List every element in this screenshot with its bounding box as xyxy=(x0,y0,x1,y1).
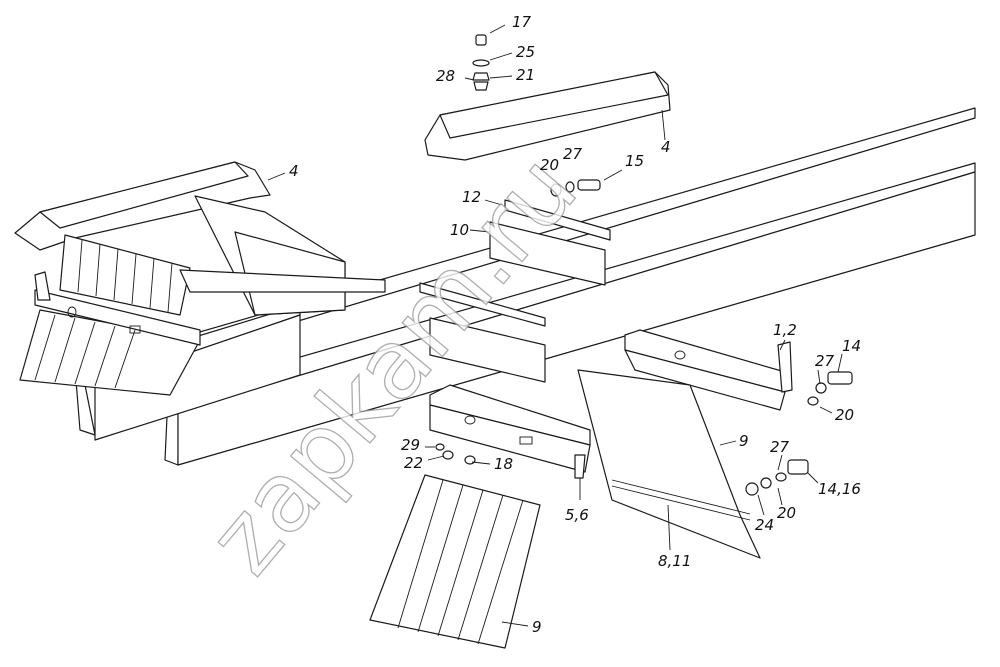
callout-18: 18 xyxy=(494,455,513,473)
callout-1-2: 1,2 xyxy=(773,321,797,339)
callout-4-right: 4 xyxy=(661,138,671,156)
callout-21: 21 xyxy=(516,66,535,84)
callout-5-6: 5,6 xyxy=(565,506,589,524)
callout-10: 10 xyxy=(450,221,469,239)
callout-28: 28 xyxy=(436,67,455,85)
hardware-15-group xyxy=(550,179,601,197)
fender-support-panel-left xyxy=(194,195,346,316)
callout-labels: 17 25 28 21 4 4 20 27 15 12 10 1,2 27 14… xyxy=(289,13,861,636)
callout-9-lower: 9 xyxy=(532,618,542,636)
callout-24: 24 xyxy=(755,516,774,534)
grate-lower-left xyxy=(19,309,201,396)
callout-27-lower: 27 xyxy=(770,438,790,456)
fender-left xyxy=(14,161,271,251)
callout-20-right: 20 xyxy=(835,406,854,424)
callout-12: 12 xyxy=(462,188,481,206)
strip-12 xyxy=(504,199,611,241)
callout-14-16: 14,16 xyxy=(818,480,861,498)
callout-9-right: 9 xyxy=(739,432,749,450)
grate-upper-left xyxy=(59,234,191,316)
hardware-14-16-group xyxy=(745,459,809,496)
callout-14: 14 xyxy=(842,337,861,355)
callout-27-top: 27 xyxy=(563,145,583,163)
callout-8-11: 8,11 xyxy=(658,552,691,570)
callout-4-left: 4 xyxy=(289,162,299,180)
frame-rail-front xyxy=(164,162,976,466)
fender-right xyxy=(424,71,671,161)
crossmember-left xyxy=(179,269,386,293)
callout-20-lower: 20 xyxy=(777,504,796,522)
callout-29: 29 xyxy=(401,436,420,454)
callout-25: 25 xyxy=(516,43,535,61)
fastener-stack-top xyxy=(472,34,490,91)
callout-20-top: 20 xyxy=(540,156,559,174)
hardware-14-group xyxy=(807,371,853,406)
callout-22: 22 xyxy=(404,454,423,472)
strip-mid xyxy=(419,282,546,327)
callout-17: 17 xyxy=(512,13,532,31)
leader-lines xyxy=(267,24,843,627)
bracket-5-6 xyxy=(429,384,591,479)
callout-27-right: 27 xyxy=(815,352,835,370)
hardware-18-group xyxy=(435,443,476,465)
plate-10 xyxy=(489,221,606,286)
grate-lower-center xyxy=(369,474,541,649)
callout-15: 15 xyxy=(625,152,644,170)
plate-mid xyxy=(429,317,546,383)
mudflap-right xyxy=(577,369,761,559)
bracket-left xyxy=(34,271,201,346)
bracket-1-2 xyxy=(624,329,793,411)
